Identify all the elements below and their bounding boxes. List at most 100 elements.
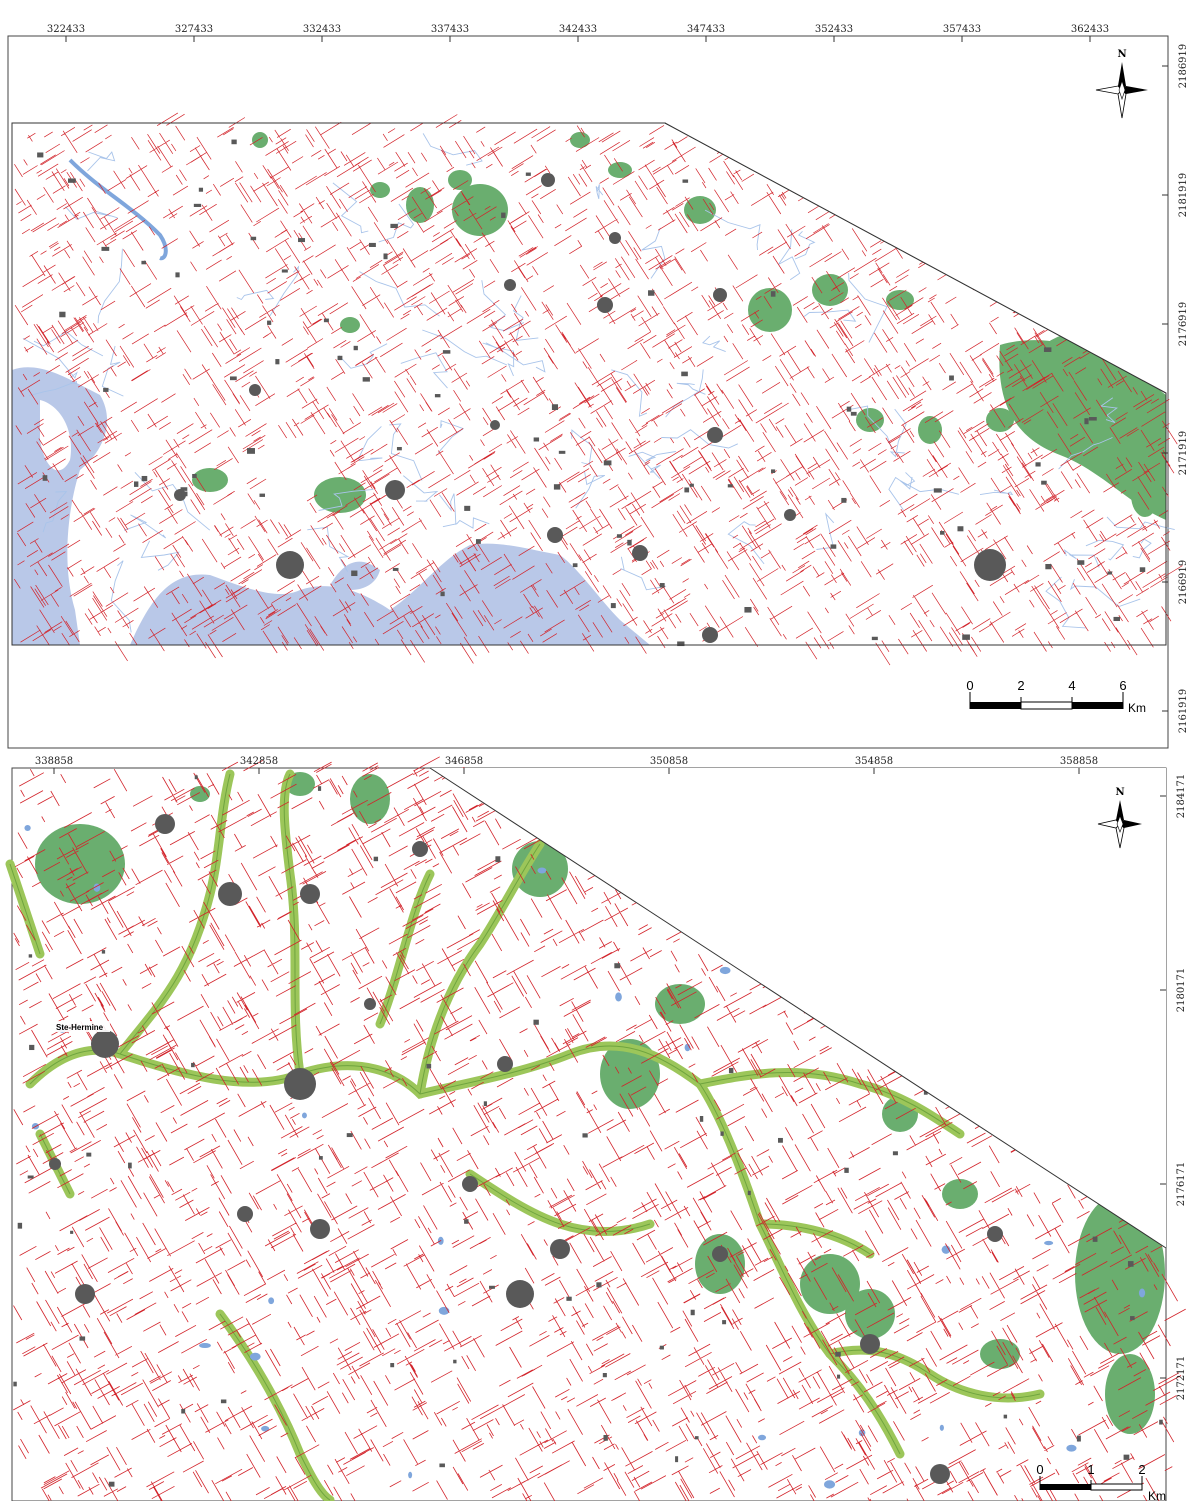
forest-patch <box>980 1339 1020 1369</box>
urban-area <box>541 173 555 187</box>
y-tick-label: 2186919 <box>1178 44 1189 89</box>
urban-area <box>368 242 376 247</box>
urban-area <box>603 1434 608 1441</box>
x-tick-label: 347433 <box>687 24 725 35</box>
stream <box>389 423 423 481</box>
x-tick-label: 358858 <box>1060 756 1098 767</box>
stream <box>661 429 738 449</box>
stream <box>676 382 706 395</box>
stream <box>22 338 78 379</box>
urban-area <box>957 526 964 532</box>
stream <box>29 380 78 397</box>
urban-area <box>1139 567 1146 572</box>
forest-patch <box>845 1289 895 1339</box>
pond <box>941 1245 951 1254</box>
urban-area <box>442 350 451 354</box>
forest-patch <box>340 317 360 333</box>
north-arrow-icon: N <box>1097 787 1142 849</box>
urban-area <box>547 527 563 543</box>
urban-area <box>1076 1435 1081 1442</box>
urban-area <box>13 1381 17 1387</box>
urban-area <box>684 487 690 493</box>
urban-area <box>648 290 655 296</box>
urban-area <box>923 1090 928 1095</box>
stream <box>1085 539 1125 561</box>
pond <box>261 1425 270 1432</box>
urban-area <box>1092 1236 1098 1242</box>
urban-area <box>79 1336 86 1341</box>
urban-area <box>231 139 237 145</box>
urban-area <box>229 376 237 381</box>
stream <box>378 203 415 243</box>
urban-area <box>930 1464 950 1484</box>
urban-area <box>49 1158 61 1170</box>
urban-area <box>1123 1454 1130 1460</box>
urban-area <box>59 311 66 318</box>
urban-area <box>362 377 370 382</box>
urban-area <box>603 460 612 466</box>
forest-patch <box>748 288 792 332</box>
north-arrow-icon: N <box>1095 49 1148 119</box>
stream <box>888 472 916 511</box>
river-main <box>68 158 168 261</box>
urban-area <box>439 1463 445 1468</box>
urban-area <box>844 1167 849 1173</box>
stream <box>816 512 835 550</box>
stream <box>439 493 457 525</box>
forest-patch <box>800 1254 860 1314</box>
urban-area <box>396 446 402 451</box>
urban-area <box>550 1239 570 1259</box>
urban-area <box>390 1363 395 1368</box>
x-tick-label: 342858 <box>240 756 278 767</box>
riparian-stream <box>419 843 541 1095</box>
urban-area <box>506 1280 534 1308</box>
stream <box>359 271 440 317</box>
urban-area <box>722 1320 727 1325</box>
pond <box>408 1471 413 1479</box>
urban-area <box>390 223 398 229</box>
y-tick-label: 2176919 <box>1178 302 1189 347</box>
urban-area <box>101 246 110 251</box>
scale-label-3: 6 <box>1119 678 1126 693</box>
x-tick-label: 354858 <box>855 756 893 767</box>
urban-area <box>860 1334 880 1354</box>
urban-area <box>128 1162 132 1169</box>
urban-area <box>351 570 358 577</box>
stream <box>899 476 960 495</box>
north-label: N <box>1117 49 1126 60</box>
urban-area <box>596 1282 602 1288</box>
urban-area <box>218 882 242 906</box>
urban-area <box>933 488 942 493</box>
urban-area <box>1130 1316 1135 1321</box>
x-tick-label: 337433 <box>431 24 469 35</box>
urban-area <box>1077 560 1085 565</box>
urban-area <box>464 1219 469 1224</box>
pond <box>1066 1444 1077 1452</box>
road-network <box>14 112 1183 666</box>
urban-area <box>659 1345 664 1350</box>
y-tick-label: 2172171 <box>1176 1356 1187 1401</box>
pond <box>939 1424 944 1431</box>
x-tick-label: 362433 <box>1071 24 1109 35</box>
urban-area <box>1003 1414 1008 1419</box>
stream <box>848 272 888 343</box>
y-tick-label: 2176171 <box>1176 1162 1187 1207</box>
urban-area <box>483 1101 487 1107</box>
stream <box>513 295 539 342</box>
stream <box>595 184 604 200</box>
stream <box>727 521 765 565</box>
urban-area <box>317 786 322 791</box>
scale-label-0: 0 <box>966 678 973 693</box>
forest-patch <box>684 196 716 224</box>
urban-area <box>713 288 727 302</box>
urban-area <box>323 318 329 323</box>
urban-area <box>475 539 481 544</box>
urban-area <box>614 963 621 969</box>
pond <box>1138 1288 1146 1298</box>
pond <box>719 966 731 975</box>
urban-area <box>1045 563 1052 570</box>
y-axis-ticks: 2186919218191921769192171919216691921619… <box>1162 44 1189 733</box>
water-bodies <box>12 367 650 645</box>
urban-area <box>194 775 198 780</box>
